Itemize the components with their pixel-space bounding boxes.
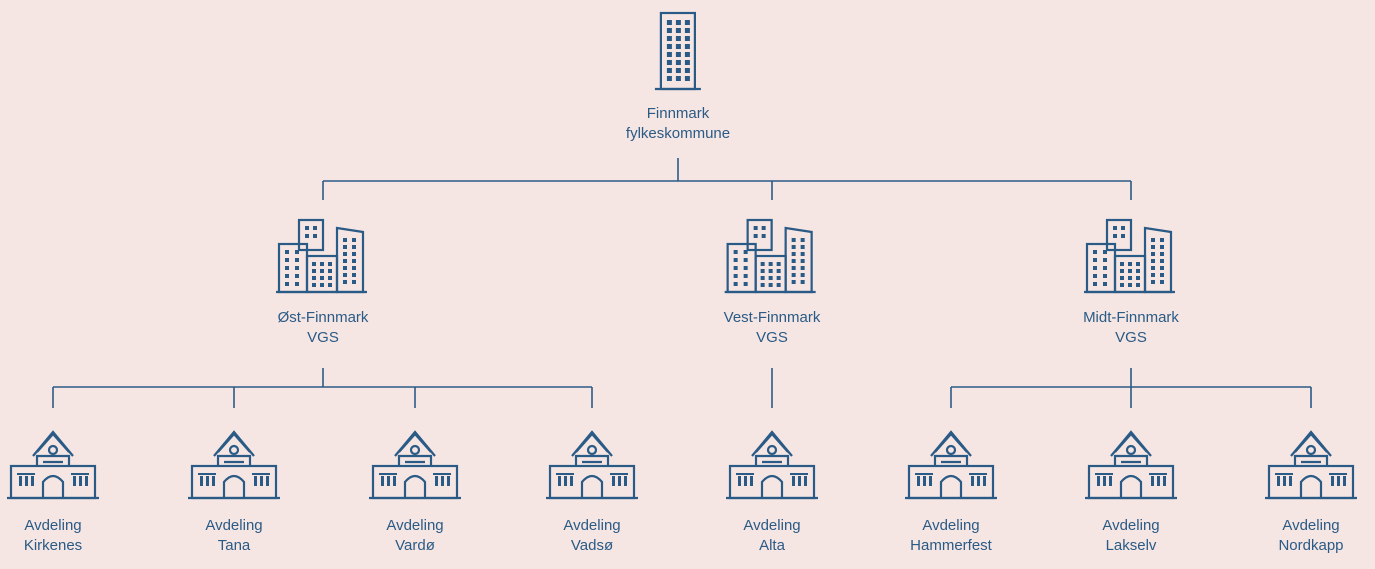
school-label-line2: VGS	[756, 329, 788, 346]
department-label-line1: Avdeling	[563, 517, 621, 534]
department-label-line1: Avdeling	[386, 517, 444, 534]
school-label-line1: Øst-Finnmark	[277, 309, 369, 326]
department-label-line2: Tana	[217, 537, 251, 554]
department-label-line1: Avdeling	[24, 517, 82, 534]
department-label-line1: Avdeling	[922, 517, 980, 534]
org-node-lakselv: Avdeling Lakselv	[1085, 428, 1177, 556]
department-label-line2: Nordkapp	[1278, 537, 1344, 554]
department-label-line2: Vardø	[395, 537, 435, 554]
school-building-icon	[1085, 430, 1177, 500]
department-label-line1: Avdeling	[205, 517, 263, 534]
org-node-ost-finnmark: Øst-Finnmark VGS	[275, 216, 371, 348]
department-label-line1: Avdeling	[1282, 517, 1340, 534]
org-node-tana: Avdeling Tana	[188, 428, 280, 556]
school-building-icon	[905, 430, 997, 500]
org-node-midt-finnmark: Midt-Finnmark VGS	[1083, 216, 1179, 348]
root-label-line1: Finnmark	[646, 105, 710, 122]
org-node-alta: Avdeling Alta	[726, 428, 818, 556]
school-label-line1: Midt-Finnmark	[1083, 309, 1179, 326]
org-node-vest-finnmark: Vest-Finnmark VGS	[723, 216, 821, 348]
org-node-nordkapp: Avdeling Nordkapp	[1265, 428, 1357, 556]
school-building-icon	[188, 430, 280, 500]
school-label-line1: Vest-Finnmark	[723, 309, 821, 326]
org-node-vardo: Avdeling Vardø	[369, 428, 461, 556]
school-building-icon	[369, 430, 461, 500]
department-label-line2: Alta	[759, 537, 785, 554]
department-label-line2: Vadsø	[570, 537, 614, 554]
department-label-line2: Kirkenes	[23, 537, 83, 554]
building-cluster-icon	[1084, 218, 1175, 294]
department-label-line1: Avdeling	[743, 517, 801, 534]
school-building-icon	[1265, 430, 1357, 500]
root-label-line2: fylkeskommune	[625, 125, 731, 142]
org-node-kirkenes: Avdeling Kirkenes	[7, 428, 99, 556]
building-cluster-icon	[724, 218, 816, 294]
school-building-icon	[726, 430, 818, 500]
office-tower-icon	[654, 11, 701, 91]
school-label-line2: VGS	[1115, 329, 1147, 346]
org-node-vadso: Avdeling Vadsø	[546, 428, 638, 556]
org-node-hammerfest: Avdeling Hammerfest	[905, 428, 997, 556]
department-label-line2: Lakselv	[1105, 537, 1157, 554]
school-building-icon	[7, 430, 99, 500]
school-building-icon	[546, 430, 638, 500]
department-label-line1: Avdeling	[1102, 517, 1160, 534]
department-label-line2: Hammerfest	[910, 537, 992, 554]
org-node-root: Finnmark fylkeskommune	[626, 10, 730, 144]
building-cluster-icon	[276, 218, 367, 294]
school-label-line2: VGS	[307, 329, 339, 346]
